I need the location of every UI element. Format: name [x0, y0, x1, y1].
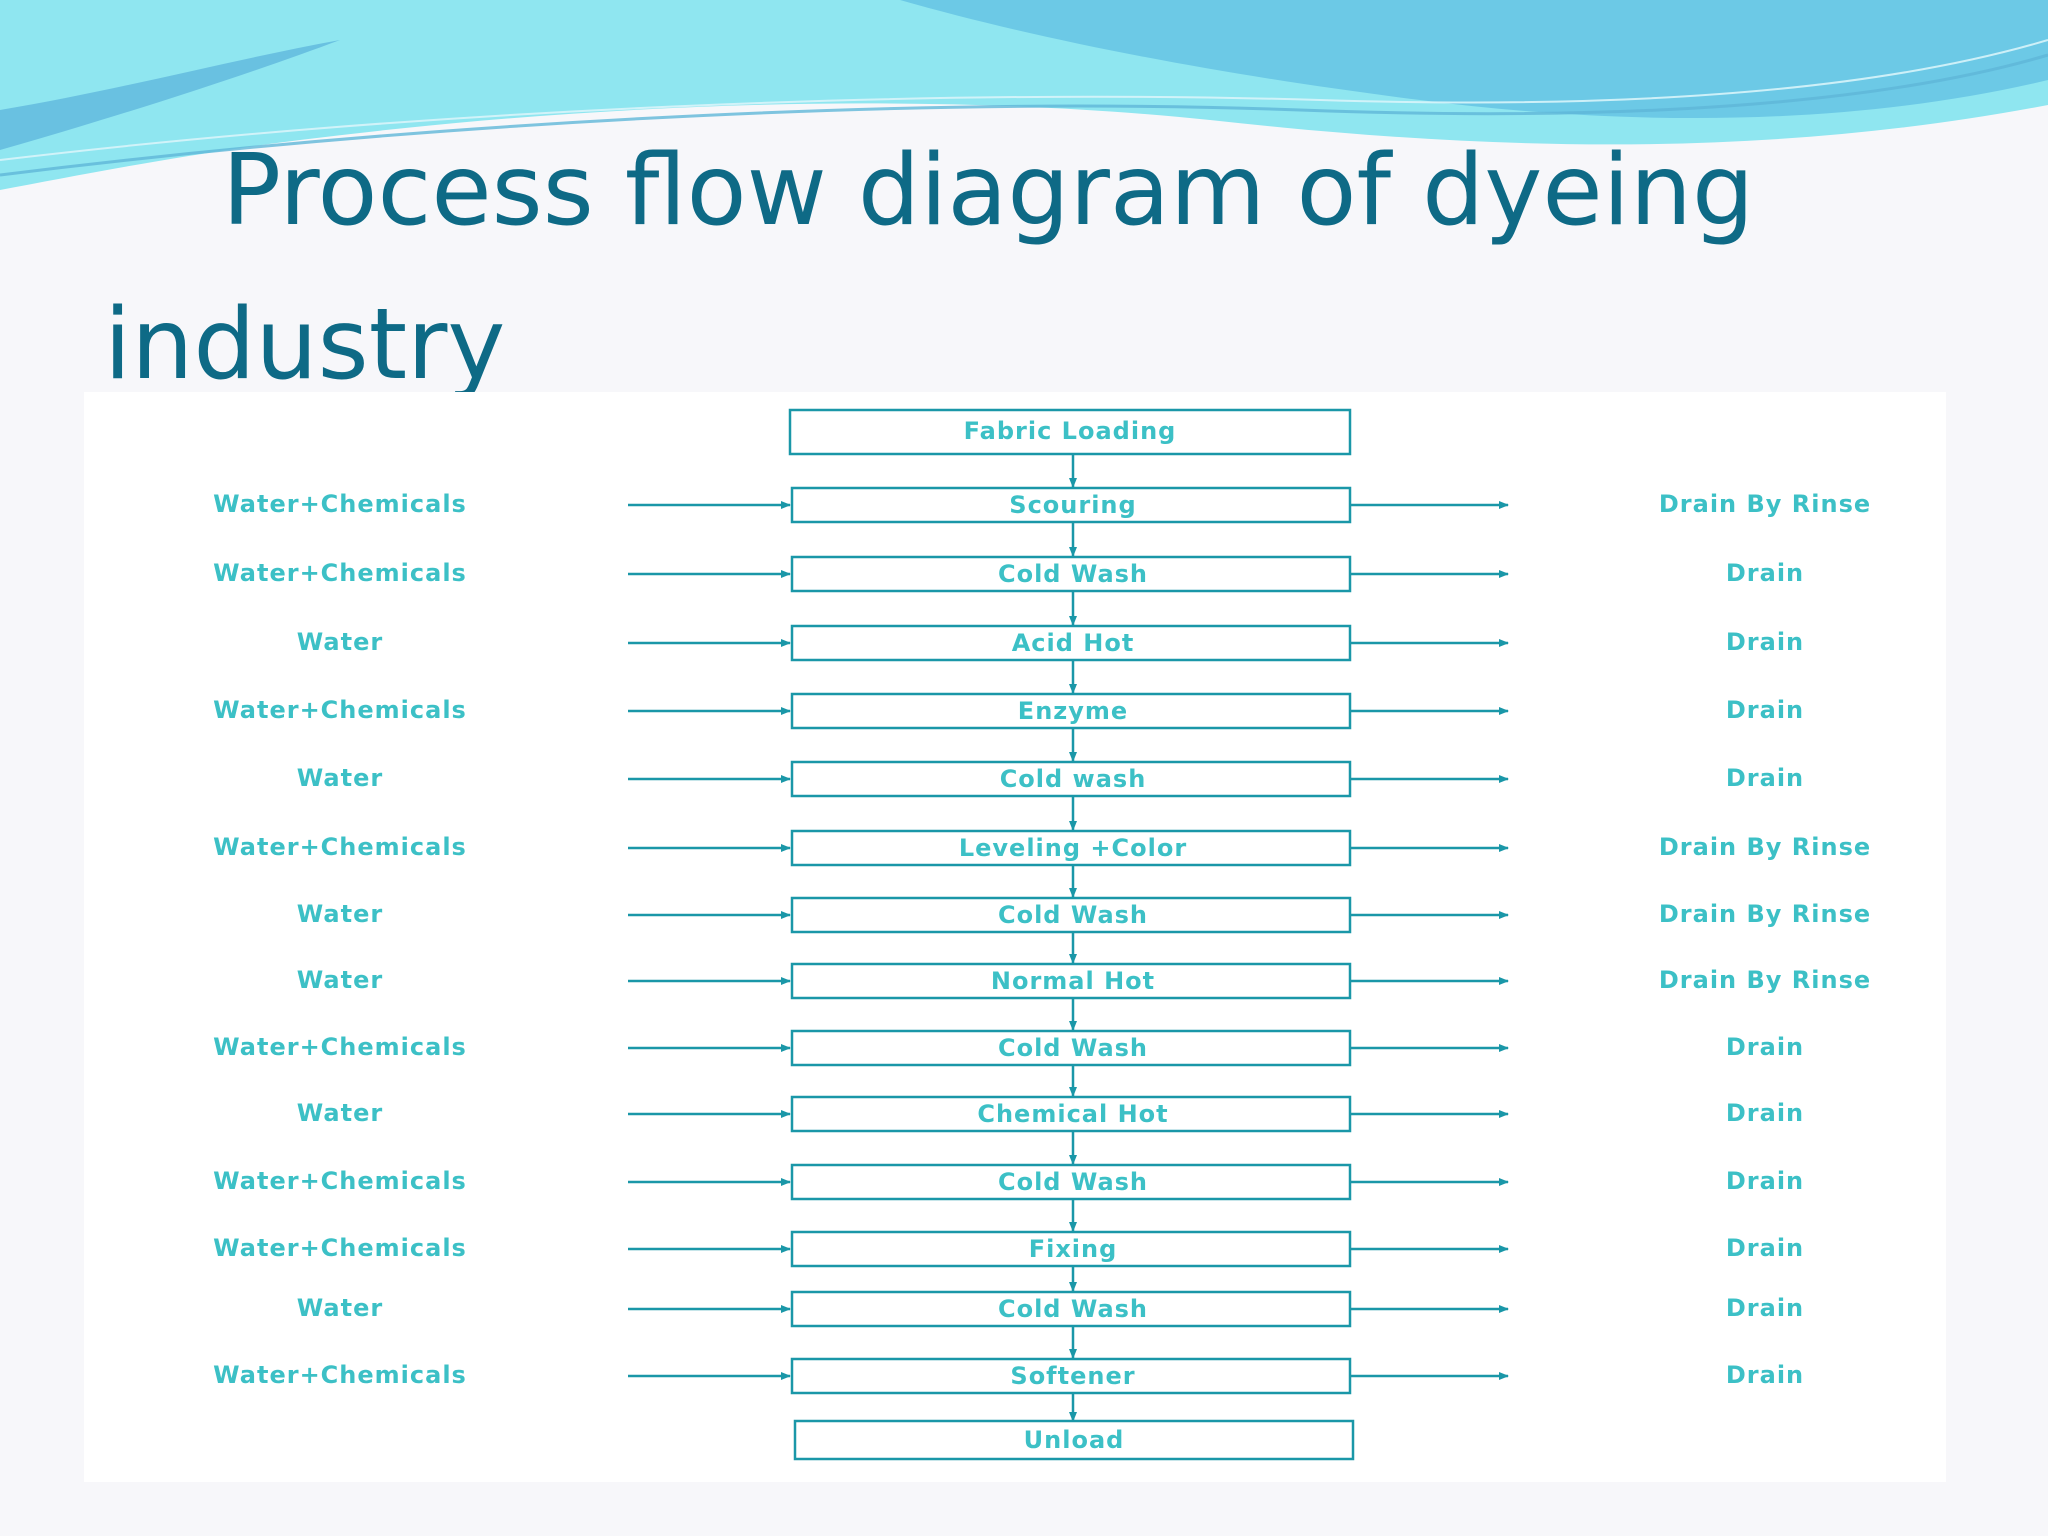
process-box [790, 1095, 1352, 1133]
output-label: Drain By Rinse [1659, 833, 1871, 861]
process-step-row: Water Normal Hot Drain By Rinse [297, 962, 1871, 1000]
process-label: Cold Wash [998, 901, 1148, 929]
slide-title-line-2: industry [104, 296, 506, 392]
process-label: Cold Wash [998, 1295, 1148, 1323]
output-label: Drain [1726, 1361, 1804, 1389]
process-label: Leveling +Color [959, 834, 1187, 862]
process-box [790, 1290, 1352, 1328]
process-step-row: Water+Chemicals Leveling +Color Drain By R… [213, 829, 1871, 867]
output-label: Drain [1726, 628, 1804, 656]
output-label: Drain [1726, 1167, 1804, 1195]
process-step-row: Water Cold wash Drain [297, 760, 1804, 798]
process-label: Scouring [1009, 491, 1136, 519]
process-box [790, 555, 1352, 593]
process-box [790, 896, 1352, 934]
process-label-end: Unload [1024, 1426, 1125, 1454]
process-box-end [793, 1419, 1355, 1461]
output-label: Drain By Rinse [1659, 900, 1871, 928]
input-label: Water+Chemicals [213, 696, 467, 724]
output-label: Drain [1726, 696, 1804, 724]
process-label: Enzyme [1018, 697, 1128, 725]
process-box [790, 692, 1352, 730]
output-label: Drain [1726, 1033, 1804, 1061]
process-step-row: Water+Chemicals Cold Wash Drain [213, 1163, 1804, 1201]
process-box [790, 1230, 1352, 1268]
slide-title-line-1: Process flow diagram of dyeing [222, 134, 1755, 248]
process-label: Cold Wash [998, 1034, 1148, 1062]
process-step-row: Water Acid Hot Drain [297, 624, 1804, 662]
process-step-row: Water Cold Wash Drain By Rinse [297, 896, 1871, 934]
input-label: Water+Chemicals [213, 1167, 467, 1195]
output-label: Drain By Rinse [1659, 966, 1871, 994]
input-label: Water [297, 628, 383, 656]
process-step-row: Water+Chemicals Cold Wash Drain [213, 1029, 1804, 1067]
input-label: Water [297, 1294, 383, 1322]
process-label: Softener [1010, 1362, 1135, 1390]
input-label: Water+Chemicals [213, 833, 467, 861]
output-label: Drain [1726, 764, 1804, 792]
process-step-row: Water+Chemicals Enzyme Drain [213, 692, 1804, 730]
process-box [790, 1357, 1352, 1395]
process-box [790, 1163, 1352, 1201]
process-label: Chemical Hot [977, 1100, 1168, 1128]
process-step-row: Water+Chemicals Softener Drain [213, 1357, 1804, 1395]
input-label: Water+Chemicals [213, 490, 467, 518]
process-box [790, 829, 1352, 867]
process-label: Cold wash [1000, 765, 1147, 793]
process-label: Normal Hot [991, 967, 1155, 995]
output-label: Drain [1726, 1234, 1804, 1262]
output-label: Drain [1726, 559, 1804, 587]
input-label: Water+Chemicals [213, 1033, 467, 1061]
process-box-start [788, 408, 1352, 456]
input-label: Water [297, 1099, 383, 1127]
input-label: Water+Chemicals [213, 559, 467, 587]
process-box [790, 1029, 1352, 1067]
input-label: Water+Chemicals [213, 1361, 467, 1389]
wave-header-decoration [0, 0, 2048, 190]
input-label: Water [297, 764, 383, 792]
input-label: Water [297, 966, 383, 994]
process-box [790, 486, 1352, 524]
process-box [790, 760, 1352, 798]
input-label: Water [297, 900, 383, 928]
process-label-start: Fabric Loading [964, 417, 1177, 445]
process-label: Acid Hot [1012, 629, 1135, 657]
process-step-row: Water Chemical Hot Drain [297, 1095, 1804, 1133]
process-step-row: Water Cold Wash Drain [297, 1290, 1804, 1328]
output-label: Drain [1726, 1294, 1804, 1322]
process-step-row: Water+Chemicals Fixing Drain [213, 1230, 1804, 1268]
process-step-row: Water+Chemicals Scouring Drain By Rinse [213, 486, 1871, 524]
process-label: Fixing [1029, 1235, 1118, 1263]
process-box [790, 624, 1352, 662]
process-step-row: Water+Chemicals Cold Wash Drain [213, 555, 1804, 593]
process-label: Cold Wash [998, 1168, 1148, 1196]
input-label: Water+Chemicals [213, 1234, 467, 1262]
output-label: Drain By Rinse [1659, 490, 1871, 518]
process-label: Cold Wash [998, 560, 1148, 588]
process-box [790, 962, 1352, 1000]
output-label: Drain [1726, 1099, 1804, 1127]
